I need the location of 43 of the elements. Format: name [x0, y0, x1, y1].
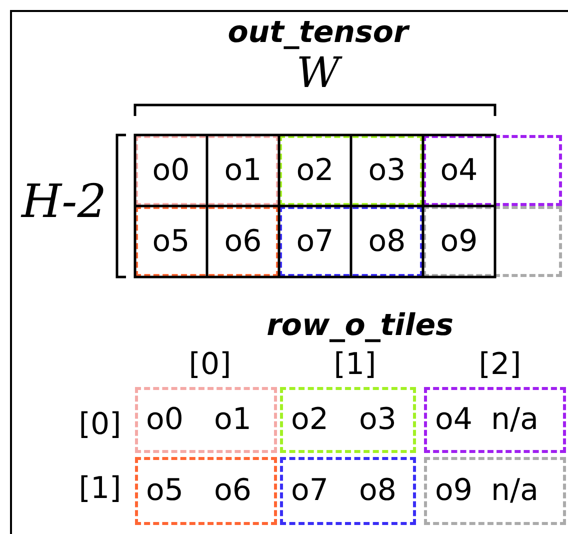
grid-cell: o7 [279, 206, 351, 277]
grid-cell: o4 [423, 135, 495, 206]
tile-box [135, 206, 279, 277]
cell-text: o0 [146, 405, 184, 435]
tile-box [280, 387, 416, 453]
grid-cell: o2 [279, 135, 351, 206]
cell-text: n/a [491, 476, 539, 506]
tile-box [135, 387, 277, 453]
grid-cell: o9 [423, 206, 495, 277]
title: out_tensor [228, 18, 408, 48]
cell-text: o4 [435, 405, 472, 435]
width-label: W [296, 52, 340, 94]
grid-cell: o0 [135, 135, 207, 206]
tile-box [280, 457, 416, 525]
cell-text: o3 [359, 405, 396, 435]
cell-text: o7 [291, 476, 328, 506]
cell-text: o5 [146, 476, 184, 506]
cell-text: o6 [214, 476, 252, 506]
row-index: [1] [78, 474, 122, 504]
cell-text: o8 [359, 476, 396, 506]
tile-box [424, 387, 566, 453]
cell-text: o2 [291, 405, 328, 435]
cell-text: o1 [214, 405, 252, 435]
grid-cell: o1 [207, 135, 279, 206]
cell-text: n/a [491, 405, 539, 435]
column-index: [1] [334, 350, 376, 380]
grid-cell: o8 [351, 206, 423, 277]
tile-box [423, 206, 562, 277]
tile-box [424, 457, 566, 525]
table-title: row_o_tiles [266, 311, 454, 341]
grid-cell: o3 [351, 135, 423, 206]
grid-cell: o5 [135, 206, 207, 277]
column-index: [2] [478, 350, 522, 380]
tile-box [423, 135, 562, 206]
row-index: [0] [78, 410, 122, 440]
tile-box [135, 135, 279, 206]
grid-cell: o6 [207, 206, 279, 277]
tile-box [279, 135, 423, 206]
cell-text: o9 [435, 476, 472, 506]
column-index: [0] [188, 350, 232, 380]
tile-box [279, 206, 423, 277]
tile-box [135, 457, 277, 525]
height-label: H-2 [22, 178, 106, 224]
